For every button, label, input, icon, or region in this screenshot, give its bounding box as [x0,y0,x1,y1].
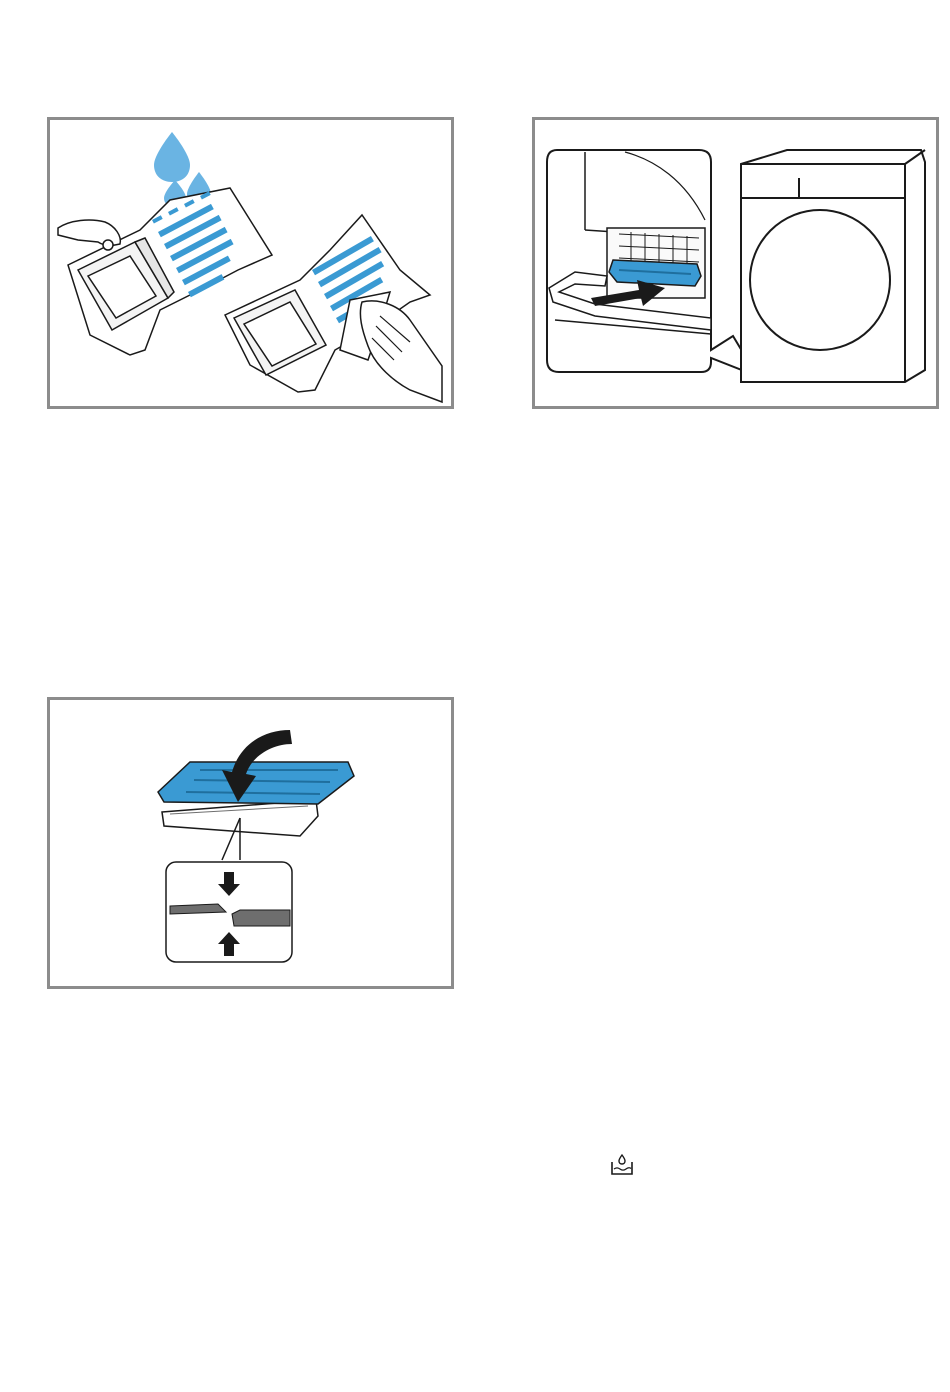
filter-insert-illustration [532,117,939,409]
blue-filter-lid [158,762,354,804]
filter-close-drawing [50,700,451,986]
seal-lower-part [232,910,290,926]
filter-cleaning-illustration [47,117,454,409]
filter-close-illustration [47,697,454,989]
water-tank-icon [609,1152,635,1178]
dryer-appliance [741,150,925,382]
filter-cleaning-drawing [50,120,451,406]
seal-upper-part [170,904,226,914]
filter-insert-drawing [535,120,936,406]
water-drop-icon [154,132,190,182]
dryer-door [750,210,890,350]
